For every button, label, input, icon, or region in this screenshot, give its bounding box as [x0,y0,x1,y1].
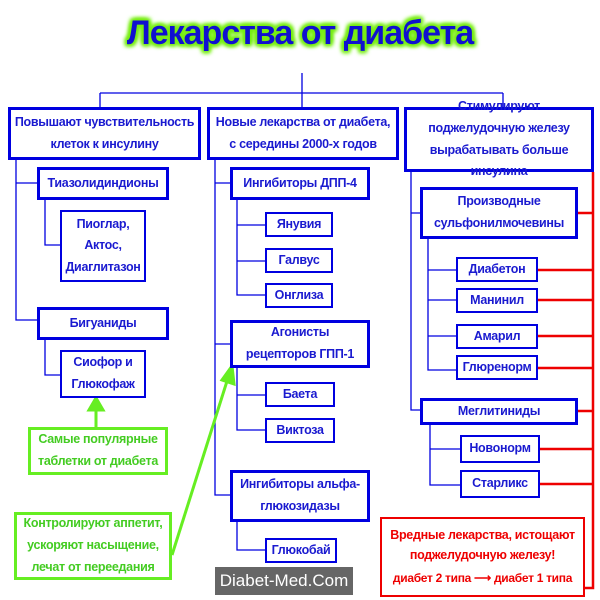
drug-amaryl: Амарил [456,324,538,349]
group-thiazolidinediones: Тиазолидиндионы [37,167,169,200]
drug-maninil: Манинил [456,288,538,313]
drugs-biguanides: Сиофор и Глюкофаж [60,350,146,398]
drug-byetta: Баета [265,382,335,407]
drug-glucobay: Глюкобай [265,538,337,563]
drug-victoza: Виктоза [265,418,335,443]
drug-galvus: Галвус [265,248,333,273]
drugs-thiazolidinediones: Пиоглар, Актос, Диаглитазон [60,210,146,282]
group-alpha-glucosidase: Ингибиторы альфа-глюкозидазы [230,470,370,522]
note-popular: Самые популярные таблетки от диабета [28,427,168,475]
category-pancreas-stimulators: Стимулируют поджелудочную железу вырабат… [404,99,594,178]
drug-glurenorm: Глюренорм [456,355,538,380]
drug-novonorm: Новонорм [460,435,540,463]
drug-januvia: Янувия [265,212,333,237]
group-biguanides: Бигуаниды [37,307,169,340]
drug-diabeton: Диабетон [456,257,538,282]
group-meglitinides: Меглитиниды [420,398,578,425]
page-title: Лекарства от диабета [126,14,474,52]
progression-text: диабет 2 типа ⟶ диабет 1 типа [392,571,573,586]
drug-starlix: Старликс [460,470,540,498]
note-appetite: Контролируют аппетит, ускоряют насыщение… [14,512,172,580]
category-new-drugs: Новые лекарства от диабета, с середины 2… [207,107,399,160]
drug-onglyza: Онглиза [265,283,333,308]
watermark: Diabet-Med.Com [215,567,353,595]
group-dpp4: Ингибиторы ДПП-4 [230,167,370,200]
note-harmful: Вредные лекарства, истощают поджелудочну… [380,517,585,597]
category-insulin-sensitivity: Повышают чувствительность клеток к инсул… [8,107,201,160]
group-sulfonylureas: Производные сульфонилмочевины [420,187,578,239]
group-glp1: Агонисты рецепторов ГПП-1 [230,320,370,368]
harmful-text: Вредные лекарства, истощают поджелудочну… [390,528,575,563]
